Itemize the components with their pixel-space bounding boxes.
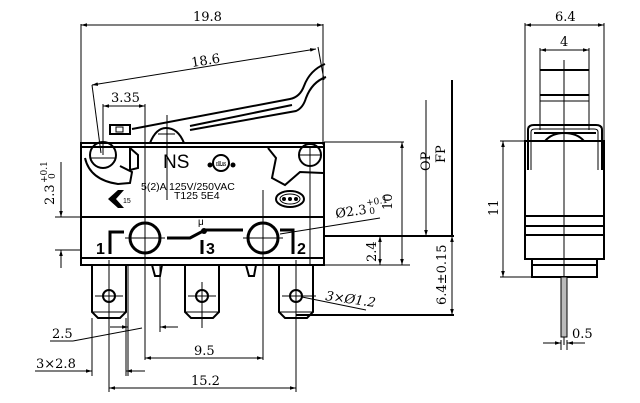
leader-terminal-offset bbox=[72, 327, 143, 342]
dim-lever-length: 18.6 bbox=[190, 52, 221, 71]
dim-hole-offset-top-tol-upper: +0.1 bbox=[40, 161, 50, 183]
dim-overall-length: 19.8 bbox=[193, 10, 222, 25]
side-body bbox=[524, 140, 605, 260]
rating-text: 5(2)A 125V/250VAC bbox=[141, 181, 235, 193]
lever-arm bbox=[131, 63, 326, 130]
terminal-1-label: 1 bbox=[96, 241, 105, 258]
dim-mount-hole-group: Ø2.3 +0.1 0 bbox=[334, 196, 389, 222]
front-view: 19.8 18.6 3.35 bbox=[35, 10, 454, 392]
code-text: T125 5E4 bbox=[174, 190, 220, 202]
pivot-hole-left bbox=[89, 141, 117, 169]
pivot-notch-left bbox=[129, 145, 139, 172]
dim-hole-to-base: 2.4 bbox=[365, 241, 380, 262]
body-tab-right bbox=[245, 264, 257, 277]
dim-terminal-width: 3×2.8 bbox=[36, 357, 76, 372]
ext-line-lever-right bbox=[317, 46, 325, 81]
terminal-1-contact bbox=[108, 230, 124, 254]
dim-hole-pitch: 9.5 bbox=[194, 344, 215, 359]
terminal-1 bbox=[91, 260, 127, 392]
dim-line-lever-length bbox=[91, 48, 317, 86]
contact-blade bbox=[167, 228, 243, 240]
dim-side-height: 11 bbox=[487, 199, 502, 216]
side-view: 6.4 4 0.5 11 bbox=[487, 10, 605, 350]
dim-op: OP bbox=[419, 151, 434, 171]
dim-terminal-length: 6.4±0.15 bbox=[435, 244, 450, 305]
actuator-button bbox=[149, 126, 185, 144]
dim-body-height: 10 bbox=[381, 193, 396, 210]
contact-point bbox=[201, 228, 207, 234]
side-terminal bbox=[560, 276, 568, 338]
lever-arm-inner bbox=[189, 76, 327, 131]
leader-terminal-hole bbox=[301, 296, 367, 311]
dim-hole-offset-top: 2.3 bbox=[43, 184, 58, 205]
terminal-3-label: 3 bbox=[206, 241, 215, 258]
lever-pivot-block bbox=[109, 124, 131, 135]
terminal-2 bbox=[278, 260, 316, 392]
dim-terminal-pitch: 15.2 bbox=[191, 374, 220, 389]
dim-lever-width: 4 bbox=[560, 35, 568, 50]
side-cap-outer bbox=[527, 124, 603, 170]
ul-logo: cULus bbox=[207, 154, 236, 172]
dim-side-width: 6.4 bbox=[555, 10, 576, 25]
dim-hole-offset-top-group: 2.3 +0.1 0 bbox=[40, 161, 58, 205]
dim-mount-hole-tol-upper: +0.1 bbox=[366, 196, 389, 209]
dim-terminal-hole: 3×Ø1.2 bbox=[324, 289, 376, 311]
ul-mark-text: cULus bbox=[216, 161, 226, 168]
terminal-2-contact bbox=[280, 228, 295, 254]
brand-ns: NS bbox=[163, 152, 189, 173]
dim-mount-hole-tol-lower: 0 bbox=[369, 206, 376, 217]
dim-mount-hole-dia: Ø2.3 bbox=[334, 203, 367, 222]
mu-symbol: μ bbox=[198, 217, 204, 228]
body-tab-left bbox=[151, 264, 163, 277]
side-cap-inner bbox=[530, 128, 599, 170]
pivot-shape-left bbox=[84, 157, 134, 186]
switch-body bbox=[80, 142, 325, 266]
enec-number: 15 bbox=[123, 198, 131, 205]
dim-hole-offset-top-tol-lower: 0 bbox=[48, 173, 58, 179]
pivot-hole-right bbox=[298, 143, 322, 167]
enec-logo: 15 bbox=[108, 190, 131, 208]
dim-fp: FP bbox=[434, 145, 449, 163]
leader-mount-hole bbox=[279, 217, 381, 235]
lever-arm-edge bbox=[189, 104, 293, 127]
pivot-shape-right bbox=[267, 147, 324, 187]
dim-terminal-offset: 2.5 bbox=[52, 327, 73, 342]
dim-pivot-offset: 3.35 bbox=[111, 91, 140, 106]
terminal-2-label: 2 bbox=[297, 241, 306, 258]
ccc-logo bbox=[275, 190, 305, 208]
dim-terminal-thickness: 0.5 bbox=[572, 327, 593, 342]
terminal-3 bbox=[184, 265, 220, 328]
lever-pivot-pin bbox=[115, 126, 124, 133]
